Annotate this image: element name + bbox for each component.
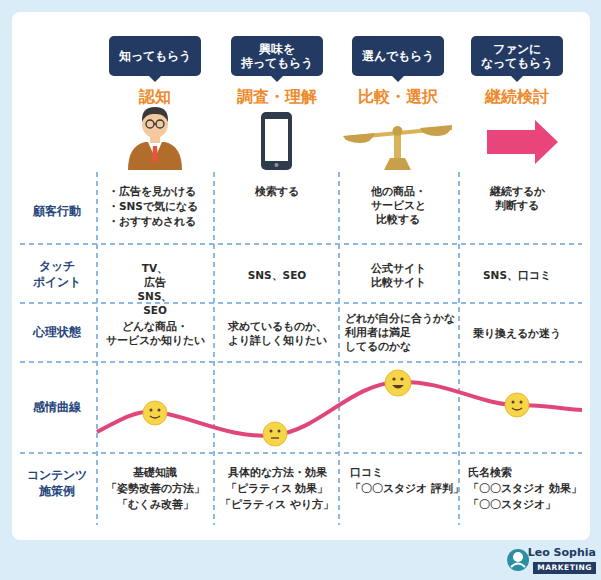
cell-text: 継続するか 判断する	[490, 184, 545, 212]
cell-text: TV、広告 SNS、SEO	[138, 261, 173, 317]
stage-tag: ファンに なってもらう	[471, 36, 563, 76]
tag-text: 知ってもらう	[119, 49, 191, 63]
cell-text: SNS、口コミ	[483, 268, 551, 282]
cell-text: 乗り換えるか迷う	[473, 326, 561, 340]
cell-text: 他の商品・ サービスと 比較する	[371, 184, 426, 226]
tag-text: ファンに なってもらう	[481, 42, 553, 70]
content-text: 「〇〇スタジオ 効果」	[468, 481, 582, 495]
content-text: 「〇〇スタジオ 評判」	[350, 481, 464, 495]
content-text: 「〇〇スタジオ」	[468, 497, 556, 511]
cell-text: ・広告を見かける	[108, 184, 196, 198]
stage-tag: 興味を 持ってもらう	[231, 36, 323, 76]
logo-text: Leo Sophia	[528, 546, 596, 560]
cell-text: どれが自分に合うかな 利用者は満足 してるのかな	[345, 311, 455, 353]
emotion-curve	[97, 382, 582, 436]
content-text: 具体的な方法・効果	[228, 465, 327, 479]
row-header: コンテンツ 施策例	[27, 467, 87, 499]
smiley-faces	[143, 370, 529, 446]
stage-tag: 選んでもらう	[352, 36, 444, 76]
content-text: 「ピラティス やり方」	[220, 497, 334, 511]
row-header: 感情曲線	[33, 399, 81, 415]
tag-text: 興味を 持ってもらう	[241, 42, 313, 70]
stage-heading: 認知	[139, 87, 171, 107]
cell-text: SNS、SEO	[248, 268, 307, 282]
row-header: 心理状態	[33, 324, 81, 340]
logo-mark	[507, 549, 529, 571]
content-text: 「ピラティス 効果」	[226, 481, 329, 495]
row-header: タッチ ポイント	[33, 258, 81, 290]
cell-text: ・SNSで気になる	[108, 199, 198, 213]
stage-tag: 知ってもらう	[109, 36, 201, 76]
scale-icon	[343, 125, 452, 170]
content-text: 「姿勢改善の方法」	[106, 481, 205, 495]
content-text: 「むくみ改善」	[117, 497, 194, 511]
cell-text: 公式サイト 比較サイト	[371, 261, 426, 289]
cell-text: ・おすすめされる	[108, 214, 196, 228]
cell-text: 求めているものか、 より詳しく知りたい	[228, 319, 327, 347]
phone-icon	[261, 112, 292, 170]
person-icon	[128, 107, 182, 170]
logo-text: MARKETING	[533, 562, 596, 574]
stage-heading: 比較・選択	[358, 87, 438, 107]
stage-heading: 調査・理解	[237, 87, 317, 107]
content-text: 氏名検索	[468, 465, 512, 479]
tag-text: 選んでもらう	[362, 49, 434, 63]
grid-lines	[20, 172, 582, 525]
arrow-icon	[487, 120, 558, 164]
row-header: 顧客行動	[33, 203, 81, 219]
content-text: 基礎知識	[133, 465, 177, 479]
cell-text: どんな商品・ サービスか知りたい	[106, 319, 205, 347]
stage-heading: 継続検討	[485, 87, 549, 107]
cell-text: 検索する	[255, 184, 299, 198]
content-text: 口コミ	[350, 465, 383, 479]
